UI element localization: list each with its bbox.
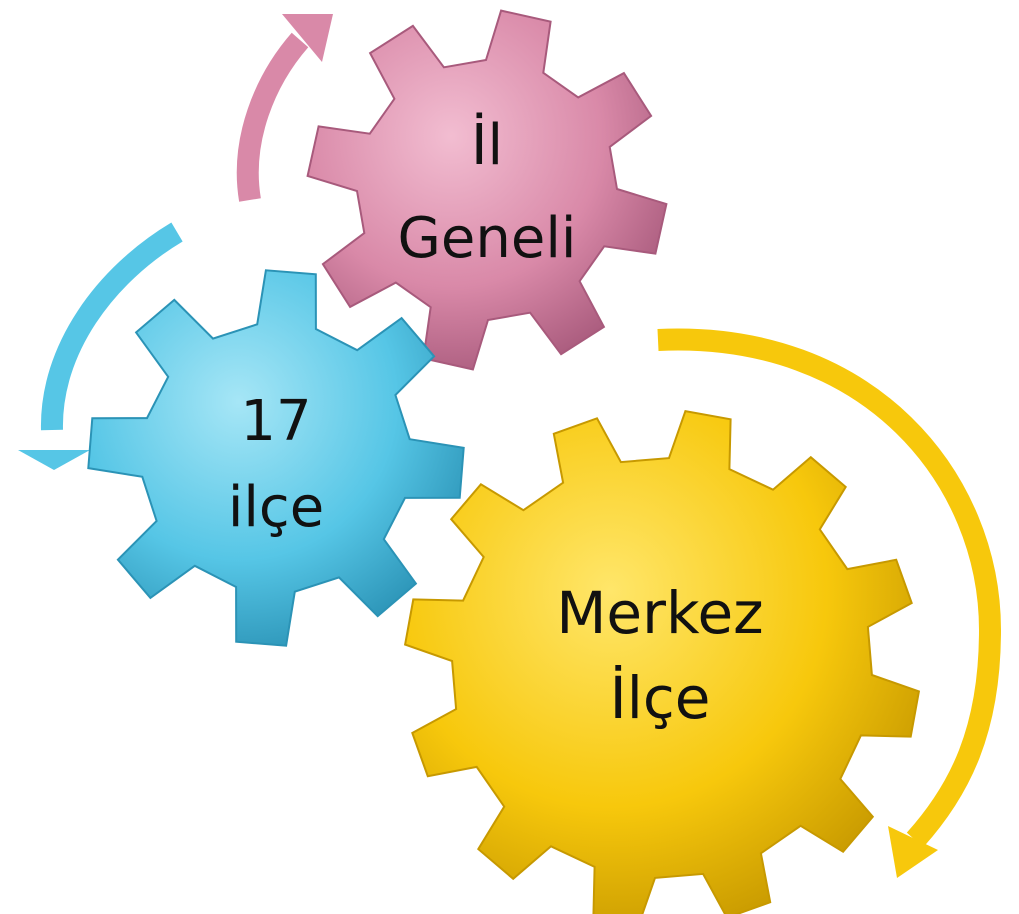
blue-arrow (18, 222, 183, 470)
gear-label-line-2: Geneli (398, 206, 577, 271)
gear-il-geneli: İl Geneli (306, 9, 668, 371)
gear-label-line-1: 17 (240, 389, 311, 454)
yellow-arrow (657, 328, 1002, 878)
gear-label-line-1: İl (471, 113, 503, 178)
pink-arrow (236, 14, 333, 202)
gear-merkez-ilce: Merkez İlçe (403, 409, 921, 914)
gear-label-line-2: İlçe (610, 664, 711, 732)
gear-label-line-2: ilçe (228, 475, 324, 540)
gear-17-ilce: 17 ilçe (87, 269, 465, 647)
gear-label-line-1: Merkez (556, 579, 763, 647)
